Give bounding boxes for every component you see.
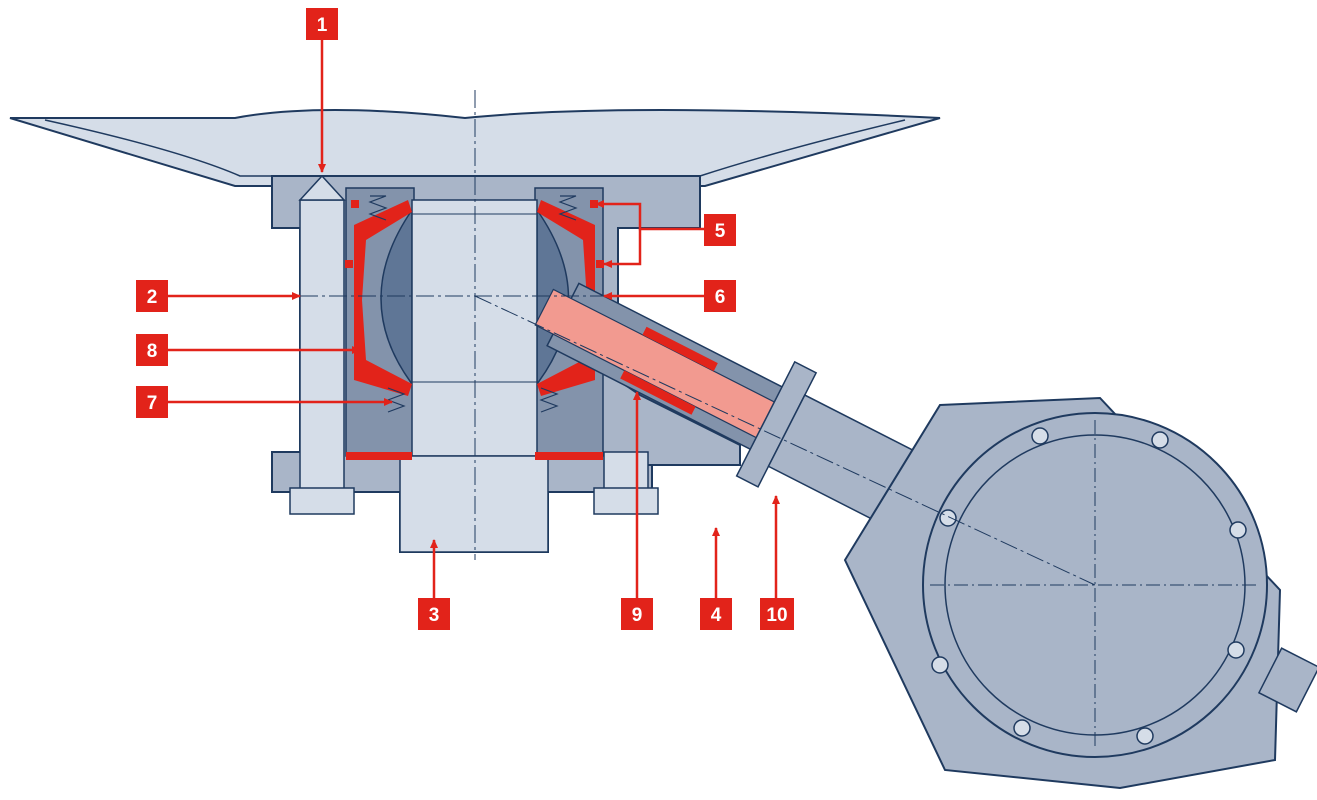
callout-5: 5 (704, 214, 736, 246)
actuator (843, 396, 1317, 790)
callout-7: 7 (136, 386, 168, 418)
bottom-seal-left (346, 452, 412, 460)
leader-5 (595, 200, 704, 231)
callout-6-text: 6 (715, 287, 726, 308)
stem-packing-lower (620, 370, 696, 415)
seat-seal-left-bottom (354, 300, 412, 396)
spring-bottom-right (539, 387, 559, 413)
callout-10-text: 10 (766, 605, 787, 626)
callout-6: 6 (704, 280, 736, 312)
centerline-stem (474, 295, 1096, 586)
o-ring-upper (590, 200, 598, 208)
callout-2: 2 (136, 280, 168, 312)
o-ring-lower (596, 260, 604, 268)
callout-10: 10 (760, 598, 794, 630)
callout-1-text: 1 (317, 15, 328, 36)
callout-3: 3 (418, 598, 450, 630)
spring-top-left (368, 195, 388, 221)
seat-seal-right-bottom (537, 300, 595, 396)
callout-9-text: 9 (632, 605, 643, 626)
bolt-right-shaft (603, 451, 649, 493)
outlet-pipe (399, 455, 549, 553)
callout-9: 9 (621, 598, 653, 630)
callout-8: 8 (136, 334, 168, 366)
leader-lines (164, 40, 780, 605)
seat-seal-left-top (354, 200, 412, 300)
callout-3-text: 3 (429, 605, 440, 626)
nut-left (289, 487, 355, 515)
callout-4-text: 4 (711, 605, 722, 626)
spring-top-right (558, 195, 578, 221)
seat-seal-right-top (537, 200, 595, 300)
callout-4: 4 (700, 598, 732, 630)
nut-right (593, 487, 659, 515)
leader-5b (603, 229, 642, 268)
callout-7-text: 7 (147, 393, 158, 414)
ball-left-segment (380, 207, 413, 387)
callout-1: 1 (306, 8, 338, 40)
bolt-left-tip (298, 174, 346, 201)
actuator-connector (1257, 647, 1317, 713)
stem-packing-upper (642, 326, 718, 372)
callout-8-text: 8 (147, 341, 158, 362)
o-ring-left-lower (345, 260, 353, 268)
o-ring-left-upper (351, 200, 359, 208)
actuator-cover-screws (931, 427, 1247, 745)
callout-2-text: 2 (147, 287, 158, 308)
bottom-seal-right (535, 452, 603, 460)
callout-5-text: 5 (715, 221, 726, 242)
